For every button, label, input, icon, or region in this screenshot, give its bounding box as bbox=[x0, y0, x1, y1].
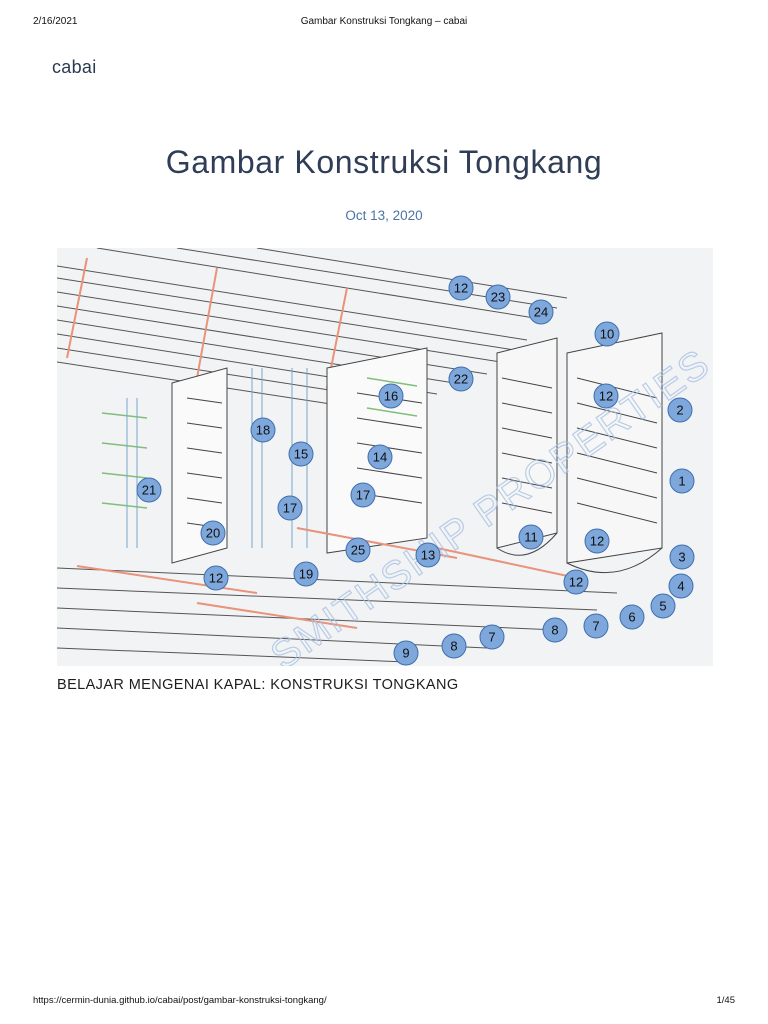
callout-6: 6 bbox=[619, 604, 645, 630]
barge-construction-diagram: SMITHSHIP PROPERTIES 12 23 24 10 22 16 1… bbox=[57, 248, 713, 666]
svg-text:25: 25 bbox=[351, 543, 365, 558]
callout-7-left: 7 bbox=[479, 624, 505, 650]
callout-1: 1 bbox=[669, 468, 695, 494]
callout-8-left: 8 bbox=[441, 633, 467, 659]
svg-text:7: 7 bbox=[592, 619, 599, 634]
svg-text:21: 21 bbox=[142, 483, 156, 498]
svg-text:15: 15 bbox=[294, 447, 308, 462]
svg-text:5: 5 bbox=[659, 599, 666, 614]
post-title: Gambar Konstruksi Tongkang bbox=[165, 144, 603, 180]
callout-22: 22 bbox=[448, 366, 474, 392]
callout-25: 25 bbox=[345, 537, 371, 563]
callout-12-left: 12 bbox=[203, 565, 229, 591]
bilge bbox=[496, 532, 663, 574]
svg-text:14: 14 bbox=[373, 450, 387, 465]
svg-text:8: 8 bbox=[450, 639, 457, 654]
callout-12-right: 12 bbox=[593, 383, 619, 409]
callout-8-right: 8 bbox=[542, 617, 568, 643]
svg-text:6: 6 bbox=[628, 610, 635, 625]
svg-text:20: 20 bbox=[206, 526, 220, 541]
svg-text:12: 12 bbox=[569, 575, 583, 590]
callout-2: 2 bbox=[667, 397, 693, 423]
callout-13: 13 bbox=[415, 542, 441, 568]
callout-12-mid: 12 bbox=[584, 528, 610, 554]
print-footer: https://cermin-dunia.github.io/cabai/pos… bbox=[33, 995, 735, 1009]
svg-text:13: 13 bbox=[421, 548, 435, 563]
callout-3: 3 bbox=[669, 544, 695, 570]
callout-11: 11 bbox=[518, 524, 544, 550]
svg-text:12: 12 bbox=[454, 281, 468, 296]
callout-20: 20 bbox=[200, 520, 226, 546]
callout-9: 9 bbox=[393, 640, 419, 666]
svg-text:18: 18 bbox=[256, 423, 270, 438]
svg-text:7: 7 bbox=[488, 630, 495, 645]
callout-23: 23 bbox=[485, 284, 511, 310]
callout-4: 4 bbox=[668, 573, 694, 599]
callout-12-top: 12 bbox=[448, 275, 474, 301]
svg-text:8: 8 bbox=[551, 623, 558, 638]
callout-7-right: 7 bbox=[583, 613, 609, 639]
svg-text:11: 11 bbox=[524, 530, 538, 545]
svg-text:3: 3 bbox=[678, 550, 685, 565]
print-url: https://cermin-dunia.github.io/cabai/pos… bbox=[33, 995, 327, 1006]
callout-24: 24 bbox=[528, 299, 554, 325]
site-name-link[interactable]: cabai bbox=[52, 57, 97, 77]
svg-text:22: 22 bbox=[454, 372, 468, 387]
svg-text:10: 10 bbox=[600, 327, 614, 342]
print-page-title: Gambar Konstruksi Tongkang – cabai bbox=[300, 16, 468, 27]
side-stiffeners bbox=[501, 377, 658, 524]
callout-17-a: 17 bbox=[350, 482, 376, 508]
svg-text:17: 17 bbox=[356, 488, 370, 503]
svg-text:12: 12 bbox=[599, 389, 613, 404]
svg-text:9: 9 bbox=[402, 646, 409, 661]
svg-text:12: 12 bbox=[209, 571, 223, 586]
post-caption: BELAJAR MENGENAI KAPAL: KONSTRUKSI TONGK… bbox=[57, 677, 459, 693]
callout-10: 10 bbox=[594, 321, 620, 347]
diagram-svg: SMITHSHIP PROPERTIES 12 23 24 10 22 16 1… bbox=[57, 248, 713, 666]
svg-text:19: 19 bbox=[299, 567, 313, 582]
side-brackets bbox=[101, 377, 418, 509]
callout-21: 21 bbox=[136, 477, 162, 503]
print-page-number: 1/45 bbox=[716, 995, 736, 1006]
callout-17-b: 17 bbox=[277, 495, 303, 521]
print-date: 2/16/2021 bbox=[33, 16, 78, 27]
deck-beams bbox=[66, 257, 348, 389]
callout-12-bilge: 12 bbox=[563, 569, 589, 595]
svg-text:12: 12 bbox=[590, 534, 604, 549]
svg-text:17: 17 bbox=[283, 501, 297, 516]
deck-longitudinals bbox=[57, 248, 568, 409]
bottom-longitudinals bbox=[57, 567, 618, 663]
callout-18: 18 bbox=[250, 417, 276, 443]
callout-16: 16 bbox=[378, 383, 404, 409]
svg-text:4: 4 bbox=[677, 579, 684, 594]
svg-text:24: 24 bbox=[534, 305, 548, 320]
svg-text:23: 23 bbox=[491, 290, 505, 305]
callout-14: 14 bbox=[367, 444, 393, 470]
print-header: 2/16/2021 Gambar Konstruksi Tongkang – c… bbox=[33, 16, 735, 30]
svg-text:1: 1 bbox=[678, 474, 685, 489]
post-date: Oct 13, 2020 bbox=[345, 208, 423, 223]
callout-19: 19 bbox=[293, 561, 319, 587]
svg-text:16: 16 bbox=[384, 389, 398, 404]
side-shell bbox=[496, 332, 663, 564]
callout-15: 15 bbox=[288, 441, 314, 467]
svg-text:2: 2 bbox=[676, 403, 683, 418]
callout-5: 5 bbox=[650, 593, 676, 619]
